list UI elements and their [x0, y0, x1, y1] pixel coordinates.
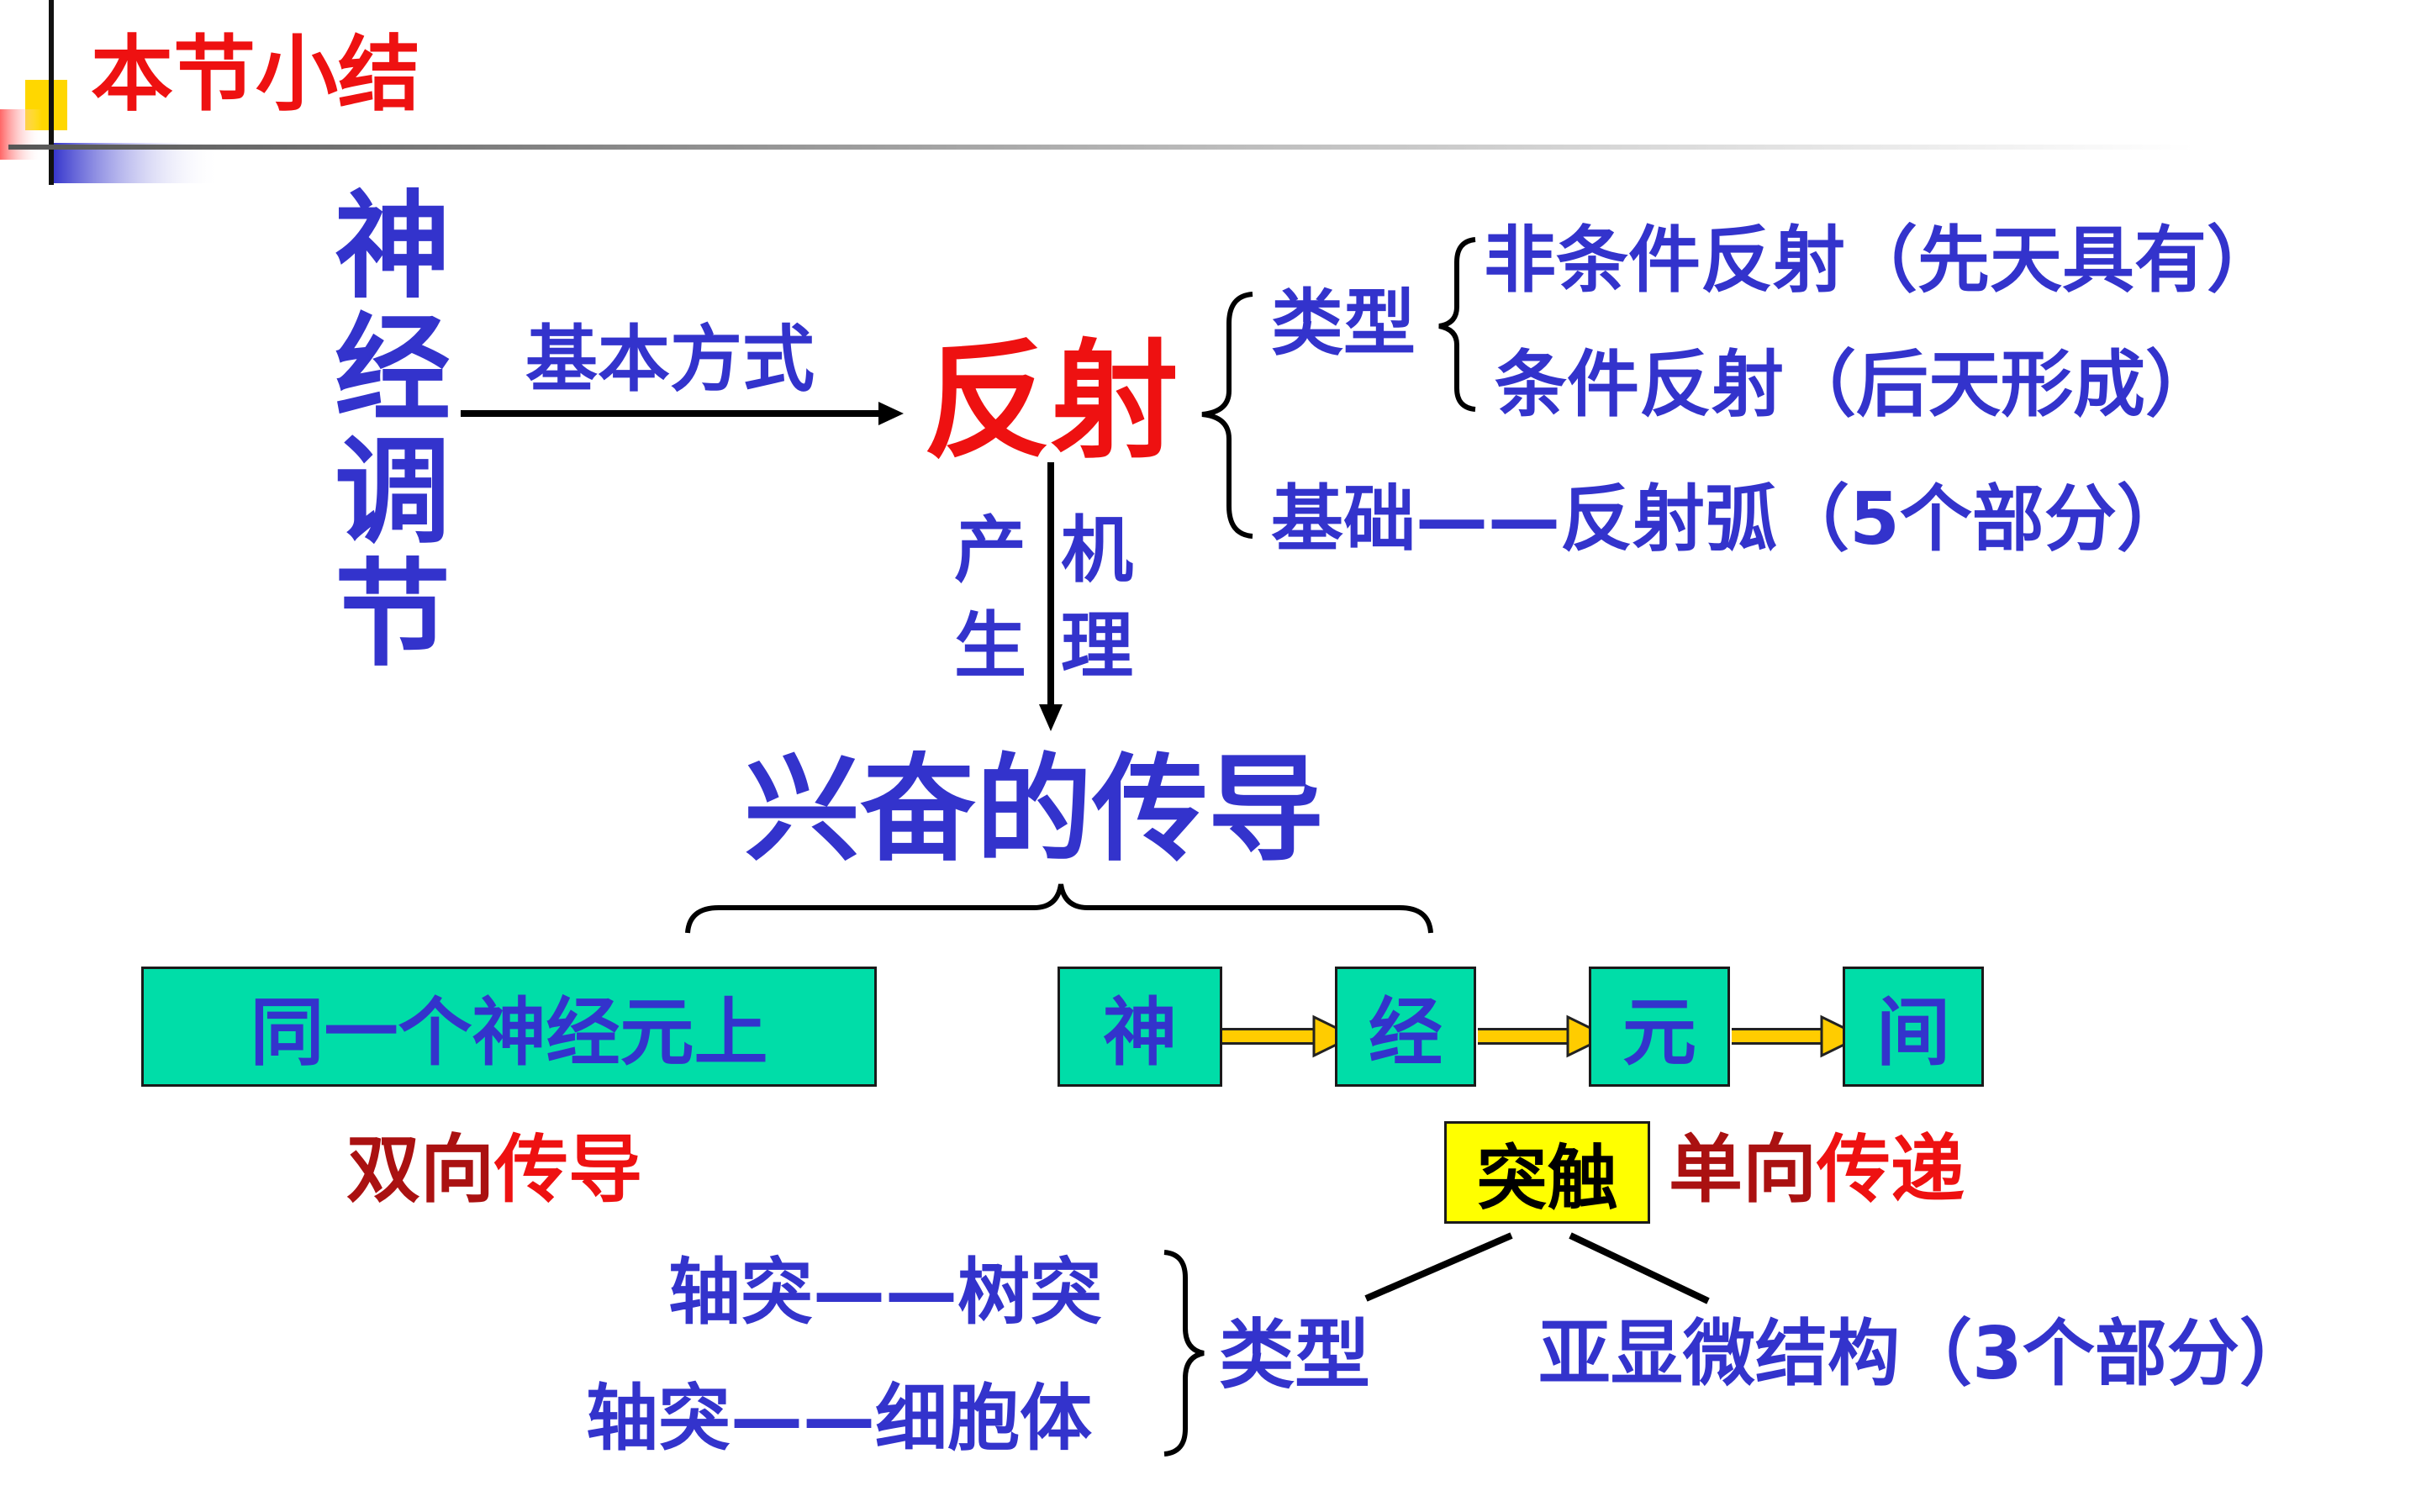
neuron-arrow-2	[1478, 1014, 1611, 1058]
neuron-box-4: 间	[1843, 967, 1984, 1087]
synapse-branch-right	[1569, 1232, 1710, 1304]
types-brace	[1438, 237, 1476, 412]
basic-way-label: 基本方式	[525, 318, 815, 402]
neuron-box-char: 元	[1622, 989, 1696, 1076]
mechanism-label: 机 理	[1061, 514, 1133, 682]
main-topic-char: 节	[335, 547, 451, 682]
bidirectional-word: 双向	[346, 1126, 495, 1213]
header-decoration	[0, 0, 2194, 185]
mechanism-arrow	[1039, 462, 1063, 731]
neuron-box-2: 经	[1335, 967, 1476, 1087]
excitation-conduction: 兴奋的传导	[744, 742, 1325, 877]
produce-label: 产 生	[954, 514, 1026, 682]
excitation-brace	[685, 883, 1433, 934]
synapse-box: 突触	[1444, 1121, 1650, 1224]
synapse-type-axosomatic: 轴突——细胞体	[586, 1377, 1092, 1461]
unidirectional-transmission: 单向传递	[1669, 1133, 1965, 1207]
transmission-word: 传递	[1817, 1126, 1965, 1213]
mechanism-char: 机	[1061, 508, 1133, 593]
produce-char: 生	[954, 604, 1026, 688]
reflex-brace	[1201, 292, 1253, 539]
main-topic-char: 神	[335, 179, 451, 314]
bidirectional-conduction: 双向传导	[346, 1133, 642, 1207]
unidirectional-word: 单向	[1669, 1126, 1817, 1213]
synapse-ultrastructure: 亚显微结构（3个部分）	[1538, 1312, 2312, 1396]
synapse-type-axodendritic: 轴突——树突	[668, 1251, 1102, 1335]
synapse-types-brace	[1163, 1250, 1205, 1457]
produce-char: 产	[954, 508, 1026, 593]
neuron-box-char: 经	[1368, 989, 1443, 1076]
main-topic-char: 经	[335, 302, 451, 437]
mechanism-char: 理	[1061, 604, 1133, 688]
neuron-arrow-3	[1732, 1014, 1865, 1058]
synapse-types-label: 类型	[1219, 1311, 1370, 1399]
unconditioned-reflex: 非条件反射（先天具有）	[1484, 219, 2279, 303]
main-topic-vertical: 神 经 调 节	[335, 189, 451, 673]
neuron-box-1: 神	[1058, 967, 1222, 1087]
page-title: 本节小结	[91, 27, 421, 123]
conduction-word: 传导	[494, 1126, 643, 1213]
reflex-label: 反射	[923, 327, 1179, 476]
same-neuron-box: 同一个神经元上	[141, 967, 877, 1087]
conditioned-reflex: 条件反射（后天形成）	[1495, 343, 2218, 427]
reflex-basis: 基础——反射弧（5个部分）	[1271, 477, 2189, 561]
neuron-box-char: 间	[1875, 989, 1950, 1076]
same-neuron-label: 同一个神经元上	[250, 989, 768, 1076]
main-topic-char: 调	[335, 424, 451, 560]
neuron-arrow-1	[1221, 1014, 1357, 1058]
neuron-box-char: 神	[1102, 989, 1177, 1076]
reflex-types-label: 类型	[1271, 282, 1416, 366]
basic-way-arrow	[461, 402, 904, 425]
synapse-label: 突触	[1476, 1136, 1618, 1220]
neuron-box-3: 元	[1589, 967, 1730, 1087]
synapse-branch-left	[1364, 1232, 1513, 1302]
